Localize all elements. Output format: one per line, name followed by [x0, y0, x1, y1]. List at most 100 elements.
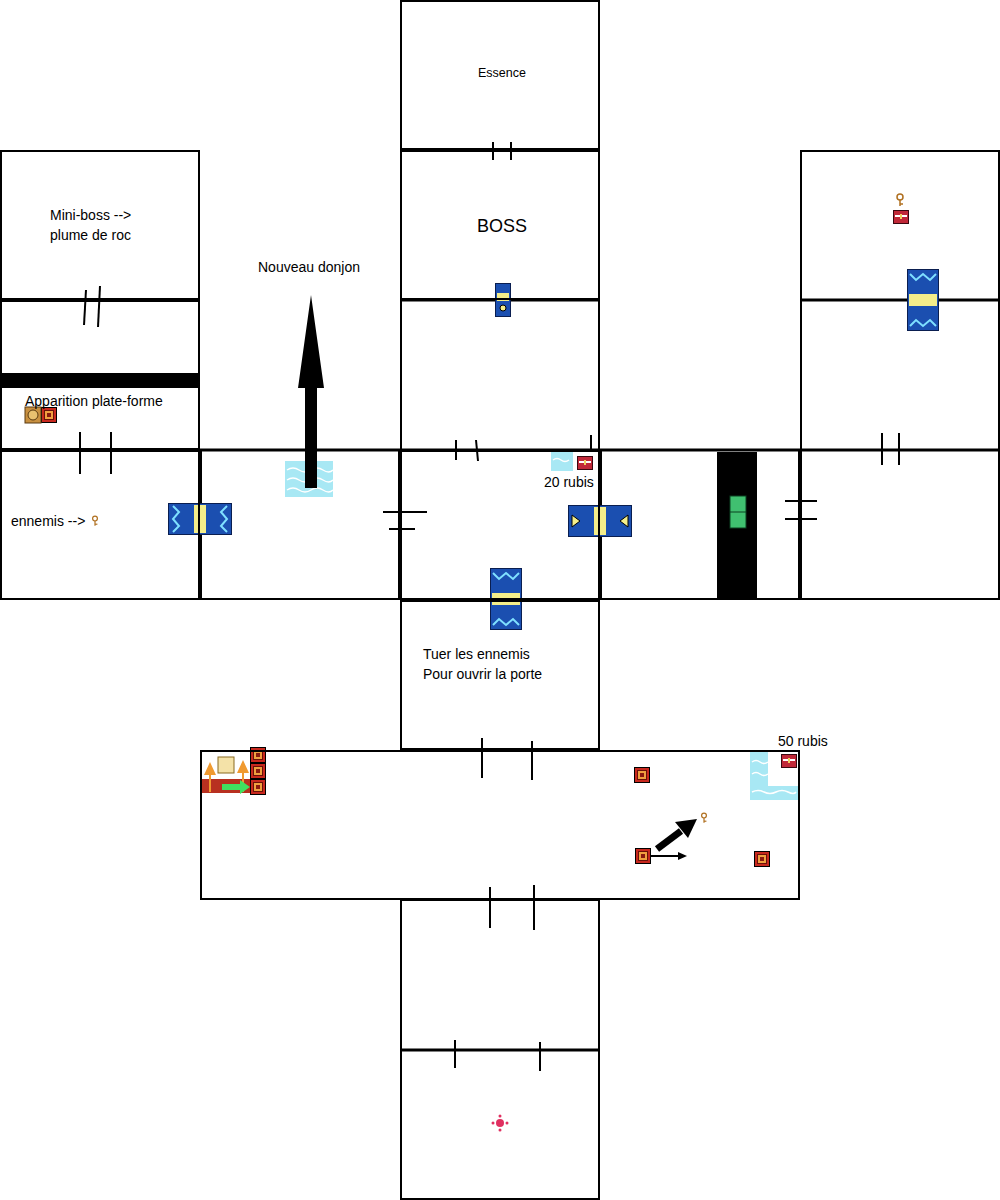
tile-body	[908, 270, 939, 331]
door-mark	[531, 741, 533, 780]
room-outline	[401, 1050, 599, 1199]
wall	[800, 299, 1000, 302]
enemy-room: ennemis -->	[0, 450, 200, 600]
room-outlines	[201, 151, 999, 1199]
room-note: BOSS	[404, 214, 600, 238]
door-mark	[533, 885, 535, 930]
door-mark	[881, 433, 883, 465]
hint-arrow	[651, 855, 679, 857]
door-mark	[389, 528, 415, 530]
pit-band	[717, 452, 757, 598]
door-mark	[84, 290, 86, 325]
tile-zigzag	[221, 506, 227, 532]
tile-zigzag	[910, 320, 936, 326]
room-note: Essence	[404, 63, 600, 83]
small-key	[93, 516, 98, 526]
tile-zigzag	[173, 506, 179, 532]
door-mark	[98, 286, 100, 327]
door-mark	[539, 1042, 541, 1071]
blue-tile	[169, 504, 232, 535]
tile-eye	[620, 515, 628, 527]
push-block	[636, 849, 651, 864]
room-outline	[801, 450, 999, 599]
door-mark	[454, 1040, 456, 1068]
marker-dot	[492, 1122, 495, 1125]
wall	[400, 1049, 600, 1052]
room-note: Apparition plate-forme	[25, 391, 163, 411]
central-room: 20 rubis	[400, 450, 600, 600]
tile-center	[594, 507, 606, 535]
hint-arrow	[657, 831, 681, 849]
room-outline	[801, 300, 999, 450]
green-block-split	[730, 512, 746, 513]
room-note: Tuer les ennemis Pour ouvrir la porte	[423, 644, 553, 684]
mini-boss-room: Mini-boss --> plume de roc	[0, 150, 200, 300]
room-outline	[801, 151, 999, 300]
essence-room: Essence	[400, 0, 600, 150]
hint-arrowhead	[675, 819, 697, 838]
tile-eye	[572, 515, 580, 527]
platform-room: Apparition plate-forme	[0, 300, 200, 450]
green-block	[730, 496, 746, 528]
marker-dot	[506, 1122, 509, 1125]
orange-arrow	[204, 762, 216, 792]
room-outline	[401, 900, 599, 1050]
door-mark	[110, 432, 112, 474]
treasure-chest	[894, 211, 909, 224]
platform-tile	[25, 407, 41, 423]
treasure-chest	[782, 755, 797, 768]
blue-tile	[908, 270, 939, 331]
doors	[80, 142, 899, 1071]
push-block	[755, 852, 770, 867]
thick-walls	[0, 150, 1000, 1050]
hint-arrowhead	[678, 852, 687, 860]
small-key	[702, 813, 707, 823]
tile-zigzag	[493, 619, 519, 625]
room-outline	[401, 300, 599, 450]
room-note: 20 rubis	[543, 472, 595, 492]
large-room: 50 rubis	[200, 750, 800, 900]
door-mark	[79, 432, 81, 474]
green-arrow	[222, 780, 250, 794]
door-mark	[481, 738, 483, 778]
boss-door	[496, 284, 511, 317]
blue-tile	[569, 506, 632, 537]
push-block	[635, 768, 650, 783]
marker-dot	[499, 1115, 502, 1118]
exit-arrow	[298, 295, 324, 488]
door-mark	[489, 887, 491, 928]
door-mark	[590, 435, 592, 451]
dungeon-map-icon	[218, 757, 234, 773]
entrance-marker	[492, 1115, 509, 1132]
push-block	[42, 408, 57, 423]
push-block	[251, 764, 266, 779]
tile-body	[169, 504, 232, 535]
room-note: ennemis -->	[11, 511, 85, 531]
room-note: Mini-boss --> plume de roc	[50, 205, 162, 245]
treasure-chest	[578, 457, 593, 470]
pit-band	[0, 373, 199, 388]
door-mark	[785, 518, 817, 520]
push-block	[251, 780, 266, 795]
door-body	[496, 284, 511, 317]
boss-room: BOSS	[400, 150, 600, 300]
tile-body	[569, 506, 632, 537]
marker-core	[496, 1119, 504, 1127]
room-note: 50 rubis	[778, 731, 828, 751]
marker-dot	[499, 1129, 502, 1132]
door-mark	[898, 433, 900, 465]
water-ripples	[553, 459, 569, 462]
platform-dot	[28, 410, 38, 420]
tile-zigzag	[493, 573, 519, 579]
door-lock	[500, 305, 506, 311]
boss-key	[897, 194, 903, 206]
door-mark	[383, 511, 427, 513]
map-label: Nouveau donjon	[258, 257, 360, 277]
water	[750, 752, 798, 800]
tile-zigzag	[910, 274, 936, 280]
enemy-door-room: Tuer les ennemis Pour ouvrir la porte	[400, 600, 600, 750]
water	[551, 452, 573, 471]
tile-center	[194, 505, 206, 533]
tile-center	[909, 294, 937, 306]
